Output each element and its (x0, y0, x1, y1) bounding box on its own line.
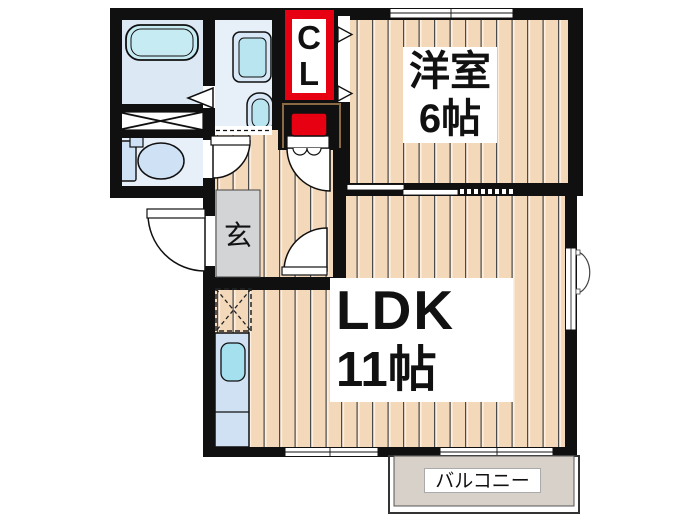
balcony-label: バルコニー (424, 468, 541, 493)
western-room-name: 洋室 (409, 48, 491, 94)
wall-hall-bottom (203, 277, 346, 290)
bathtub (125, 24, 199, 61)
washroom-threshold (215, 126, 272, 135)
ldk-right-window (565, 247, 591, 331)
wall-hall-ldk (333, 196, 346, 285)
toilet-door-leaf (210, 135, 251, 146)
hall-ldk-door-swing (283, 227, 328, 272)
wall-washroom-right (272, 8, 283, 130)
hall-ldk-door (281, 227, 328, 276)
toilet (119, 135, 185, 182)
entrance-door-swing (286, 147, 331, 192)
bathroom-folding-door (185, 86, 214, 110)
refrigerator-space (215, 288, 252, 332)
closet-door-lower (337, 84, 354, 103)
ldk-label-box: LDK 11帖 (330, 278, 513, 402)
laundry-pan (117, 111, 204, 131)
hall-ldk-door-leaf (281, 266, 328, 276)
genkan-door-swing (147, 213, 206, 272)
closet-door-upper (337, 25, 354, 44)
closet-cl (285, 10, 354, 103)
genkan-door-leaf (146, 208, 206, 219)
ldk-bottom-window-left (284, 447, 379, 457)
western-room-label-box: 洋室 6帖 (403, 47, 497, 143)
genkan-label: 玄 (223, 219, 252, 251)
wall-upper-block-bottom (110, 186, 215, 198)
wall-under-laundry (110, 130, 215, 138)
western-room-top-window (389, 8, 514, 19)
ldk-size: 11帖 (336, 343, 437, 397)
wall-bath-bottom (110, 104, 215, 112)
wall-bottom (203, 447, 577, 457)
kitchen-sink (220, 342, 246, 382)
wall-western-left (333, 96, 350, 196)
wall-western-right (568, 8, 583, 196)
wall-left-lower (203, 277, 215, 457)
entrance-door-leaf (290, 112, 328, 137)
genkan-mat (215, 189, 261, 278)
toilet-door-swing (212, 140, 251, 179)
right-window-flap (577, 251, 591, 294)
closet-inner (292, 19, 326, 93)
kitchen-counter (214, 332, 250, 448)
ldk-name: LDK (336, 279, 456, 341)
closet-label: CL (297, 19, 321, 92)
toilet-door (210, 135, 251, 179)
washing-machine (232, 31, 272, 83)
western-ldk-sliding-door (346, 184, 513, 196)
genkan-outer-door (146, 208, 206, 272)
western-room-size: 6帖 (418, 97, 482, 141)
entrance-door (282, 103, 341, 192)
